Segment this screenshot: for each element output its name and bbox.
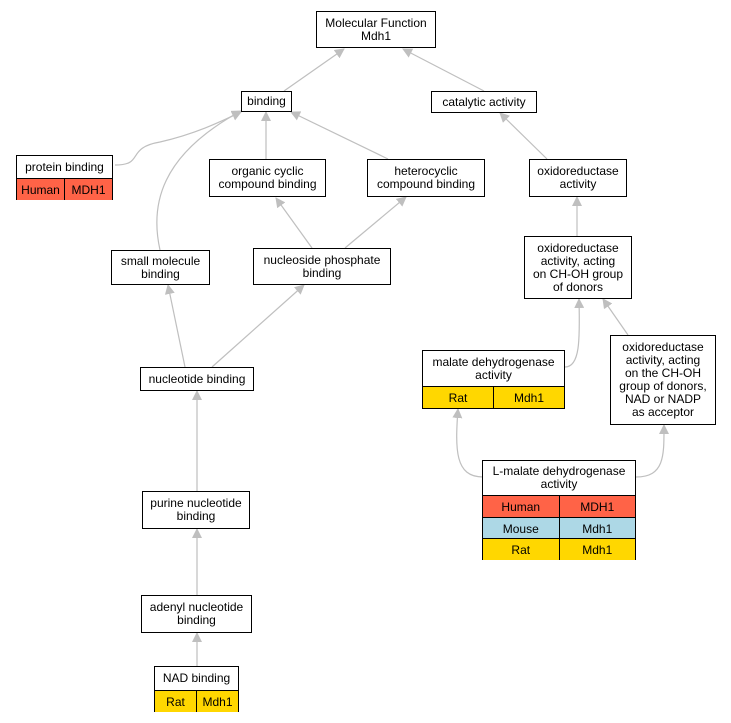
node-label: heterocyclic compound binding: [376, 164, 476, 191]
node-oxidoreductase-nad-acceptor[interactable]: oxidoreductase activity, acting on the C…: [610, 335, 716, 425]
annotation-row: Rat Mdh1: [155, 690, 238, 712]
edge-nucleoside-heterocyclic: [344, 196, 407, 249]
node-heterocyclic-compound-binding[interactable]: heterocyclic compound binding: [367, 159, 485, 197]
node-oxidoreductase-activity[interactable]: oxidoreductase activity: [529, 159, 627, 197]
node-nucleoside-phosphate-binding[interactable]: nucleoside phosphate binding: [253, 248, 391, 285]
node-binding[interactable]: binding: [241, 91, 292, 112]
species-cell: Rat: [155, 691, 196, 712]
edge-lmalate-malate: [452, 408, 484, 478]
species-cell: Rat: [423, 387, 493, 408]
edge-oxidoreductase-catalytic: [499, 112, 548, 160]
gene-cell: Mdh1: [558, 518, 635, 539]
node-label: oxidoreductase activity: [537, 164, 619, 191]
annotation-row: Rat Mdh1: [423, 386, 564, 408]
node-label: small molecule binding: [120, 253, 201, 281]
node-oxidoreductase-ch-oh[interactable]: oxidoreductase activity, acting on CH-OH…: [524, 236, 632, 299]
edge-heterocyclic-binding: [290, 111, 389, 160]
edge-catalytic-root: [402, 48, 485, 92]
gene-cell: Mdh1: [558, 539, 635, 560]
node-label: binding: [247, 94, 286, 108]
node-adenyl-nucleotide-binding[interactable]: adenyl nucleotide binding: [141, 595, 252, 633]
node-small-molecule-binding[interactable]: small molecule binding: [111, 250, 210, 285]
node-purine-nucleotide-binding[interactable]: purine nucleotide binding: [142, 491, 250, 529]
node-nad-binding[interactable]: NAD binding Rat Mdh1: [154, 666, 239, 712]
edge-protein-binding-binding: [114, 111, 242, 166]
node-label: Molecular Function Mdh1: [325, 15, 427, 43]
edge-small-molecule-binding: [156, 110, 242, 251]
node-label: nucleoside phosphate binding: [263, 252, 381, 280]
edge-nucleotide-nucleoside: [211, 284, 305, 368]
node-nucleotide-binding[interactable]: nucleotide binding: [140, 367, 254, 391]
node-label: NAD binding: [162, 671, 231, 685]
edge-binding-root: [283, 48, 345, 92]
edge-lmalate-nad: [635, 424, 670, 478]
node-protein-binding[interactable]: protein binding Human MDH1: [16, 155, 113, 200]
gene-cell: MDH1: [558, 496, 635, 517]
edge-nucleoside-organic: [275, 197, 313, 249]
gene-cell: Mdh1: [196, 691, 238, 712]
annotation-row: Human MDH1: [17, 178, 112, 200]
annotation-row: Rat Mdh1: [483, 538, 635, 560]
node-malate-dehydrogenase-activity[interactable]: malate dehydrogenase activity Rat Mdh1: [422, 350, 565, 409]
node-organic-cyclic-compound-binding[interactable]: organic cyclic compound binding: [209, 159, 326, 197]
node-l-malate-dehydrogenase-activity[interactable]: L-malate dehydrogenase activity Human MD…: [482, 460, 636, 560]
species-cell: Human: [483, 496, 559, 517]
node-molecular-function[interactable]: Molecular Function Mdh1: [316, 11, 436, 48]
species-cell: Rat: [483, 539, 559, 560]
species-cell: Human: [17, 179, 64, 200]
node-label: oxidoreductase activity, acting on the C…: [619, 340, 707, 419]
node-label: nucleotide binding: [148, 371, 246, 386]
gene-cell: Mdh1: [493, 387, 564, 408]
node-catalytic-activity[interactable]: catalytic activity: [431, 91, 537, 113]
edge-nucleotide-small: [164, 284, 186, 368]
node-label: purine nucleotide binding: [150, 496, 242, 523]
edge-nad-chohs: [602, 298, 629, 336]
node-label: protein binding: [25, 159, 104, 174]
node-label: oxidoreductase activity, acting on CH-OH…: [532, 240, 624, 294]
gene-cell: MDH1: [64, 179, 112, 200]
annotation-row: Mouse Mdh1: [483, 517, 635, 539]
node-label: malate dehydrogenase activity: [432, 354, 555, 382]
node-label: L-malate dehydrogenase activity: [492, 464, 626, 491]
edge-malate-chohs: [564, 298, 585, 368]
annotation-row: Human MDH1: [483, 495, 635, 517]
species-cell: Mouse: [483, 518, 559, 539]
node-label: adenyl nucleotide binding: [149, 600, 244, 627]
node-label: catalytic activity: [442, 94, 526, 109]
node-label: organic cyclic compound binding: [218, 164, 317, 191]
